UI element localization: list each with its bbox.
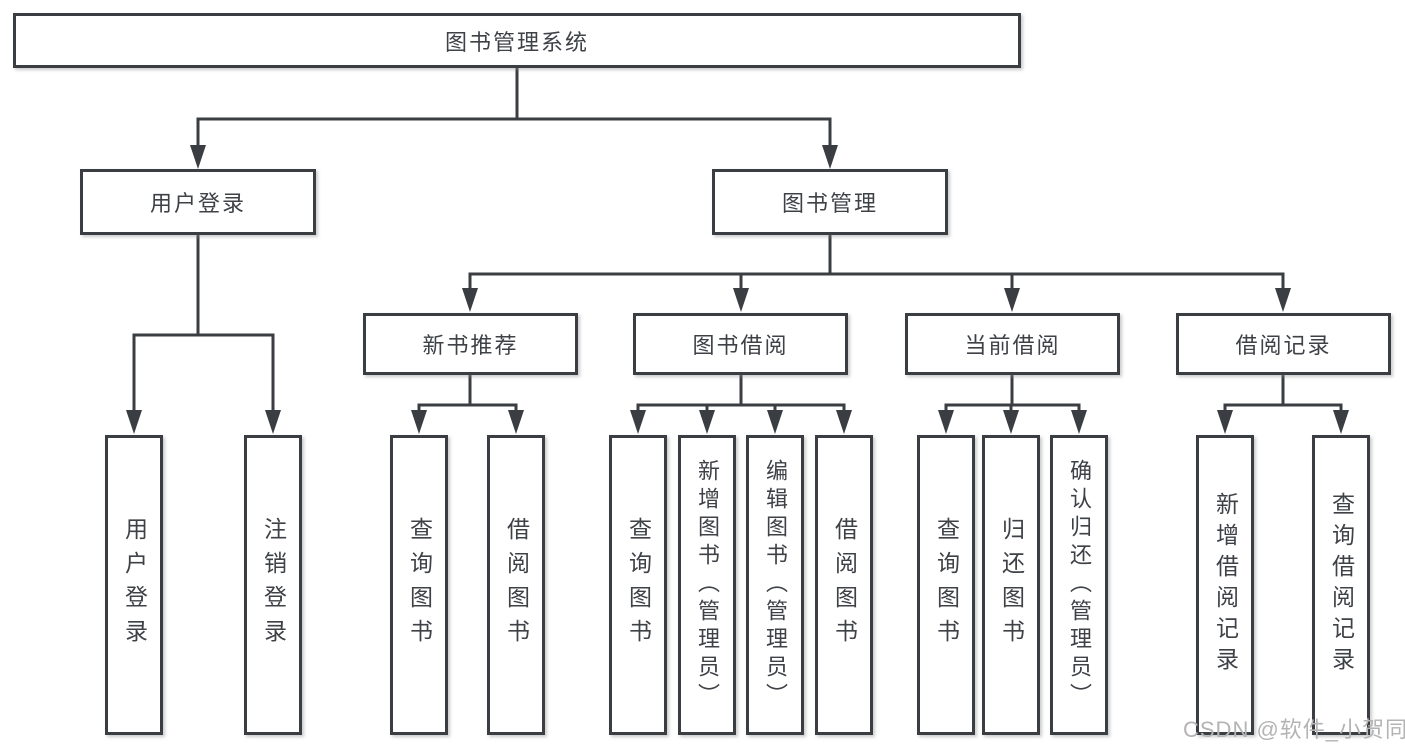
node-label-system: 图书管理系统 xyxy=(444,29,589,55)
leaf-label-borrow-books: 借阅图书 xyxy=(831,517,858,653)
csdn-watermark: CSDN @软件_小贺同学 xyxy=(1183,717,1405,742)
node-label-borrow-records: 借阅记录 xyxy=(1235,333,1332,358)
leaf-label-add-borrow-record: 新增借阅记录 xyxy=(1212,492,1239,678)
connector-login-rail xyxy=(132,333,275,412)
leaf-box-add-borrow-record: 新增借阅记录 xyxy=(1196,435,1254,735)
leaf-label-logout: 注销登录 xyxy=(260,517,287,653)
leaf-label-query-books-borrow: 查询图书 xyxy=(625,517,652,653)
leaf-label-query-books-recommend: 查询图书 xyxy=(406,517,433,653)
connector-mgmt-rail xyxy=(468,272,1285,290)
leaf-box-logout: 注销登录 xyxy=(244,435,302,735)
node-label-user-login: 用户登录 xyxy=(149,191,246,216)
leaf-label-confirm-return-admin: 确认归还（管理员） xyxy=(1067,459,1092,711)
node-box-new-book-recommend: 新书推荐 xyxy=(363,313,578,375)
node-label-new-book-recommend: 新书推荐 xyxy=(422,333,519,358)
leaf-box-return-books: 归还图书 xyxy=(982,435,1040,735)
leaf-box-query-borrow-record: 查询借阅记录 xyxy=(1312,435,1370,735)
leaf-label-query-books-current: 查询图书 xyxy=(933,517,960,653)
node-box-book-management: 图书管理 xyxy=(712,169,948,235)
node-box-current-borrow: 当前借阅 xyxy=(905,313,1120,375)
node-box-system: 图书管理系统 xyxy=(13,13,1021,68)
leaf-box-add-books-admin: 新增图书（管理员） xyxy=(678,435,736,735)
leaf-box-confirm-return-admin: 确认归还（管理员） xyxy=(1050,435,1108,735)
leaf-label-add-books-admin: 新增图书（管理员） xyxy=(695,459,720,711)
node-label-book-borrow: 图书借阅 xyxy=(692,333,789,358)
leaf-label-query-borrow-record: 查询借阅记录 xyxy=(1328,492,1355,678)
leaf-label-edit-books-admin: 编辑图书（管理员） xyxy=(763,459,788,711)
leaf-label-borrow-books-recommend: 借阅图书 xyxy=(503,517,530,653)
node-box-borrow-records: 借阅记录 xyxy=(1176,313,1391,375)
leaf-box-query-books-current: 查询图书 xyxy=(917,435,975,735)
leaf-box-user-login: 用户登录 xyxy=(105,435,163,735)
arrowheads xyxy=(126,145,1349,434)
leaf-box-query-books-borrow: 查询图书 xyxy=(609,435,667,735)
leaf-label-return-books: 归还图书 xyxy=(998,517,1025,653)
node-box-user-login: 用户登录 xyxy=(80,169,316,235)
node-label-current-borrow: 当前借阅 xyxy=(964,333,1061,358)
leaf-box-borrow-books: 借阅图书 xyxy=(815,435,873,735)
connector-root-rail xyxy=(196,117,832,147)
node-box-book-borrow: 图书借阅 xyxy=(633,313,848,375)
leaf-box-query-books-recommend: 查询图书 xyxy=(390,435,448,735)
leaf-box-borrow-books-recommend: 借阅图书 xyxy=(487,435,545,735)
leaf-box-edit-books-admin: 编辑图书（管理员） xyxy=(746,435,804,735)
leaf-label-user-login: 用户登录 xyxy=(121,517,148,653)
node-label-book-management: 图书管理 xyxy=(781,191,878,216)
